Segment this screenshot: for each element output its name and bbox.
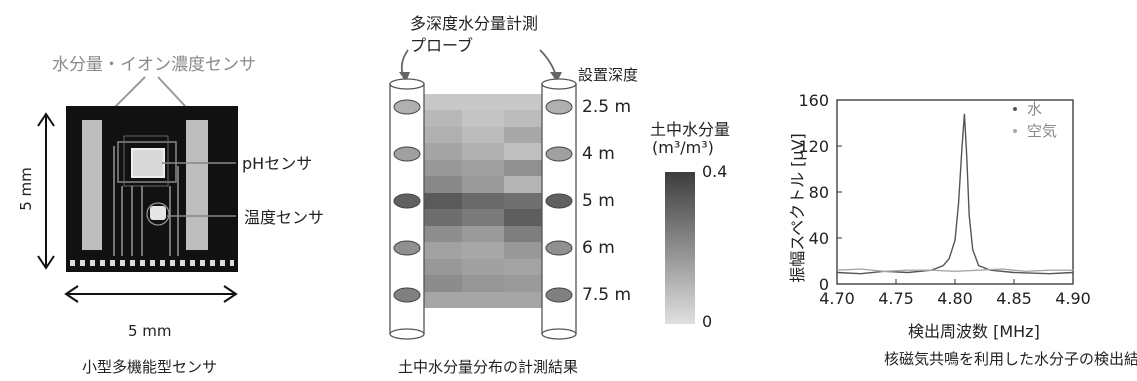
heatmap-cell [504,258,546,276]
heatmap-cell [420,176,462,193]
probe-sensors-left [393,99,421,303]
heatmap-cell [420,225,462,243]
scale-max-label: 0.4 [702,162,728,181]
legend-marker [1013,107,1017,111]
depth-label: 5 m [582,191,615,211]
heatmap-cell [462,275,504,292]
moisture-color-scale [665,172,695,324]
moisture-caption: 土中水分量分布の計測結果 [398,358,579,376]
ph-sensor-label: pHセンサ [242,154,313,173]
x-tick-label: 4.85 [996,289,1032,308]
series-line-air [836,268,1073,273]
y-tick-label: 80 [809,183,829,202]
legend-label: 空気 [1027,122,1057,140]
temperature-sensor-label: 温度センサ [244,208,325,227]
heatmap-cell [504,94,546,111]
y-tick-label: 120 [798,137,829,156]
heatmap-cell [462,110,504,127]
temp-sensor-element [150,206,166,220]
heatmap-cell [420,242,462,259]
electrode-right [186,120,208,250]
heatmap-cell [420,159,462,177]
scale-title-line1: 土中水分量 [650,120,731,139]
ph-sensor-element [131,148,165,178]
x-tick-label: 4.75 [878,289,914,308]
depth-label: 4 m [582,144,615,164]
heatmap-cell [420,94,462,111]
heatmap-cell [462,94,504,111]
depth-header: 設置深度 [578,66,639,84]
heatmap-cell [420,110,462,127]
electrode-left [82,120,102,250]
probe-label-line1: 多深度水分量計測 [410,14,539,33]
legend-marker [1013,129,1017,133]
x-tick-label: 4.80 [937,289,973,308]
probe-sensors-right [545,99,573,303]
heatmap-cell [462,159,504,177]
heatmap-cell [462,209,504,226]
sensor-caption: 小型多機能型センサ [82,358,218,376]
x-tick-label: 4.90 [1055,289,1091,308]
heatmap-cell [420,258,462,276]
heatmap-cell [504,192,546,210]
moisture-heatmap [420,94,546,308]
y-axis-title: 振幅スペクトル [μV] [788,133,807,283]
heatmap-cell [504,225,546,243]
sensor-chip [66,106,238,272]
heatmap-cell [420,192,462,210]
heatmap-cell [462,291,504,308]
probe-label-line2: プローブ [410,36,474,55]
y-tick-label: 40 [809,229,829,248]
heatmap-cell [462,126,504,144]
chip-pads [70,260,234,266]
heatmap-cell [420,275,462,292]
moisture-ion-sensor-label: 水分量・イオン濃度センサ [52,55,256,75]
heatmap-cell [504,176,546,193]
y-tick-label: 160 [798,91,829,110]
depth-label: 2.5 m [582,97,631,117]
x-tick-label: 4.70 [819,289,855,308]
nmr-spectrum-chart: 0 40 80 120 160 4.70 4.75 4.80 4.85 4.90 水空気 [798,91,1090,308]
x-axis-title: 検出周波数 [MHz] [908,322,1040,341]
heatmap-cell [504,159,546,177]
horizontal-dimension-label: 5 mm [128,322,172,340]
heatmap-cell [462,258,504,276]
heatmap-cell [504,110,546,127]
legend-label: 水 [1027,100,1042,118]
y-tick-label: 0 [819,275,829,294]
heatmap-cell [504,275,546,292]
depth-label: 6 m [582,238,615,258]
heatmap-cell [504,242,546,259]
heatmap-cell [420,126,462,144]
heatmap-cell [504,291,546,308]
heatmap-cell [420,209,462,226]
heatmap-cell [462,143,504,160]
heatmap-cell [504,209,546,226]
heatmap-cell [504,126,546,144]
heatmap-cell [462,225,504,243]
scale-min-label: 0 [702,312,713,331]
heatmap-cell [462,242,504,259]
heatmap-cell [462,192,504,210]
scale-title-line2: (m³/m³) [652,138,714,157]
heatmap-cell [420,291,462,308]
heatmap-cell [462,176,504,193]
heatmap-cell [504,143,546,160]
depth-label: 7.5 m [582,285,631,305]
nmr-caption: 核磁気共鳴を利用した水分子の検出結果 [884,350,1137,368]
chip-traces [113,135,179,256]
heatmap-cell [420,143,462,160]
